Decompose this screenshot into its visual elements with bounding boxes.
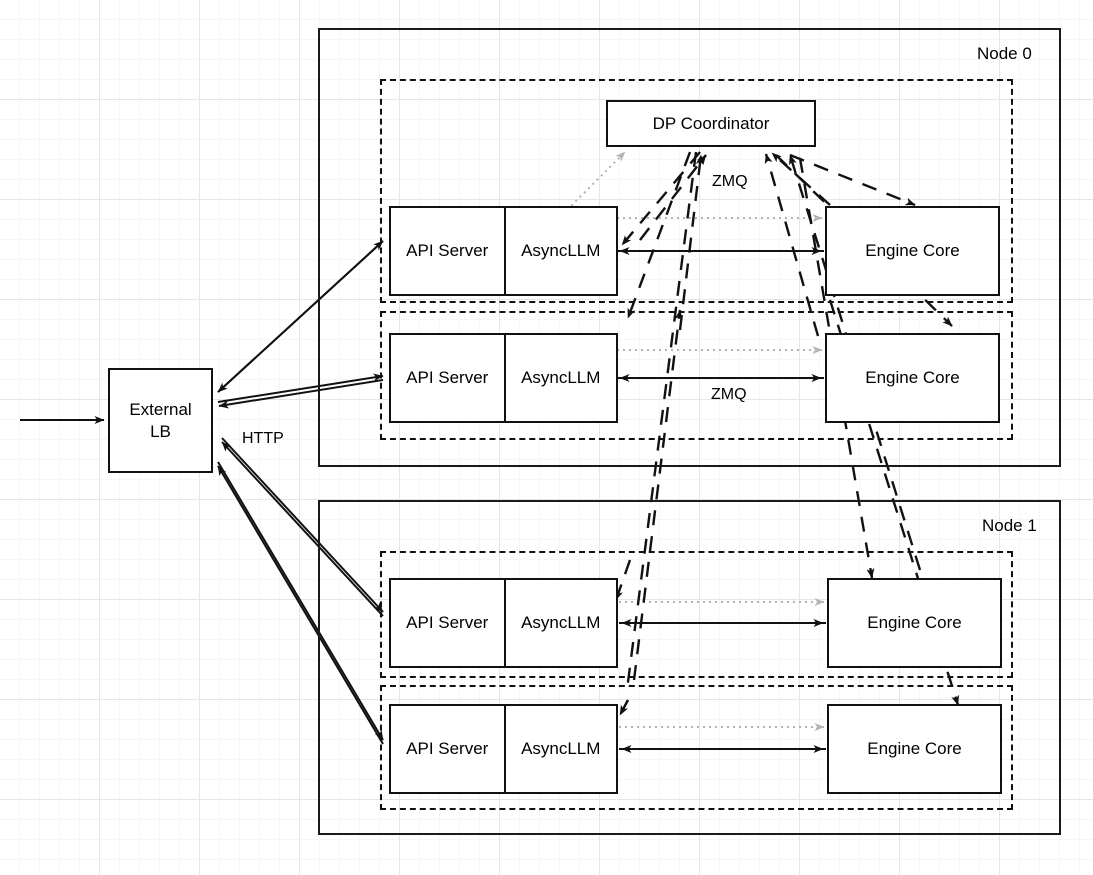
node-0-group-0 xyxy=(380,79,1013,303)
edge-lb-node0-group1 xyxy=(217,240,384,393)
node-0-group-1-frontend[interactable]: API Server AsyncLLM xyxy=(389,333,618,423)
node-0-group-0-frontend[interactable]: API Server AsyncLLM xyxy=(389,206,618,296)
node-0-group-1 xyxy=(380,311,1013,440)
node-1-group-1-engine[interactable]: Engine Core xyxy=(827,704,1002,794)
node-0-group-1-engine[interactable]: Engine Core xyxy=(825,333,1000,423)
node-1-group-0-engine[interactable]: Engine Core xyxy=(827,578,1002,668)
api-server-label: API Server xyxy=(391,580,506,666)
node-1-group-0 xyxy=(380,551,1013,678)
edge-lb-node0-group2 xyxy=(217,373,384,409)
edge-dashed-coord-n1g1 xyxy=(614,151,698,691)
node-1-container xyxy=(318,500,1061,835)
edge-dashed-coord-n1g2 xyxy=(618,699,630,716)
engine-core-label: Engine Core xyxy=(867,739,962,759)
dp-coordinator-box[interactable]: DP Coordinator xyxy=(606,100,816,147)
api-server-label: API Server xyxy=(391,335,506,421)
asyncllm-label: AsyncLLM xyxy=(521,368,601,387)
node-1-group-0-frontend[interactable]: API Server AsyncLLM xyxy=(389,578,618,668)
asyncllm-label: AsyncLLM xyxy=(521,613,601,632)
node-0-label: Node 0 xyxy=(977,44,1032,63)
api-server-label: API Server xyxy=(391,208,506,294)
api-server-label: API Server xyxy=(391,706,506,792)
edge-dashed-coord-n1g2-engine xyxy=(828,299,960,706)
node-1-label: Node 1 xyxy=(982,516,1037,535)
node-0-group-0-engine[interactable]: Engine Core xyxy=(825,206,1000,296)
external-lb-line-1: External xyxy=(129,400,192,420)
asyncllm-label: AsyncLLM xyxy=(521,739,601,758)
http-label: HTTP xyxy=(242,430,284,447)
zmq-label-top: ZMQ xyxy=(712,173,748,190)
node-1-group-1 xyxy=(380,685,1013,810)
engine-core-label: Engine Core xyxy=(865,241,960,261)
external-lb-box[interactable]: External LB xyxy=(108,368,213,473)
zmq-label-mid: ZMQ xyxy=(711,386,747,403)
edge-dashed-coord-n0g1 xyxy=(621,151,707,246)
node-0-container xyxy=(318,28,1061,467)
edge-lb-node1-group2 xyxy=(217,461,384,745)
edge-dashed-coord-n0g2 xyxy=(626,151,704,331)
engine-core-label: Engine Core xyxy=(867,613,962,633)
edge-dotted-async-coordinator-n0g1 xyxy=(566,151,626,211)
engine-core-label: Engine Core xyxy=(865,368,960,388)
external-lb-line-2: LB xyxy=(150,421,171,441)
edge-lb-node1-group1 xyxy=(221,437,384,617)
dp-coordinator-label: DP Coordinator xyxy=(652,113,770,133)
node-1-group-1-frontend[interactable]: API Server AsyncLLM xyxy=(389,704,618,794)
asyncllm-label: AsyncLLM xyxy=(521,241,601,260)
